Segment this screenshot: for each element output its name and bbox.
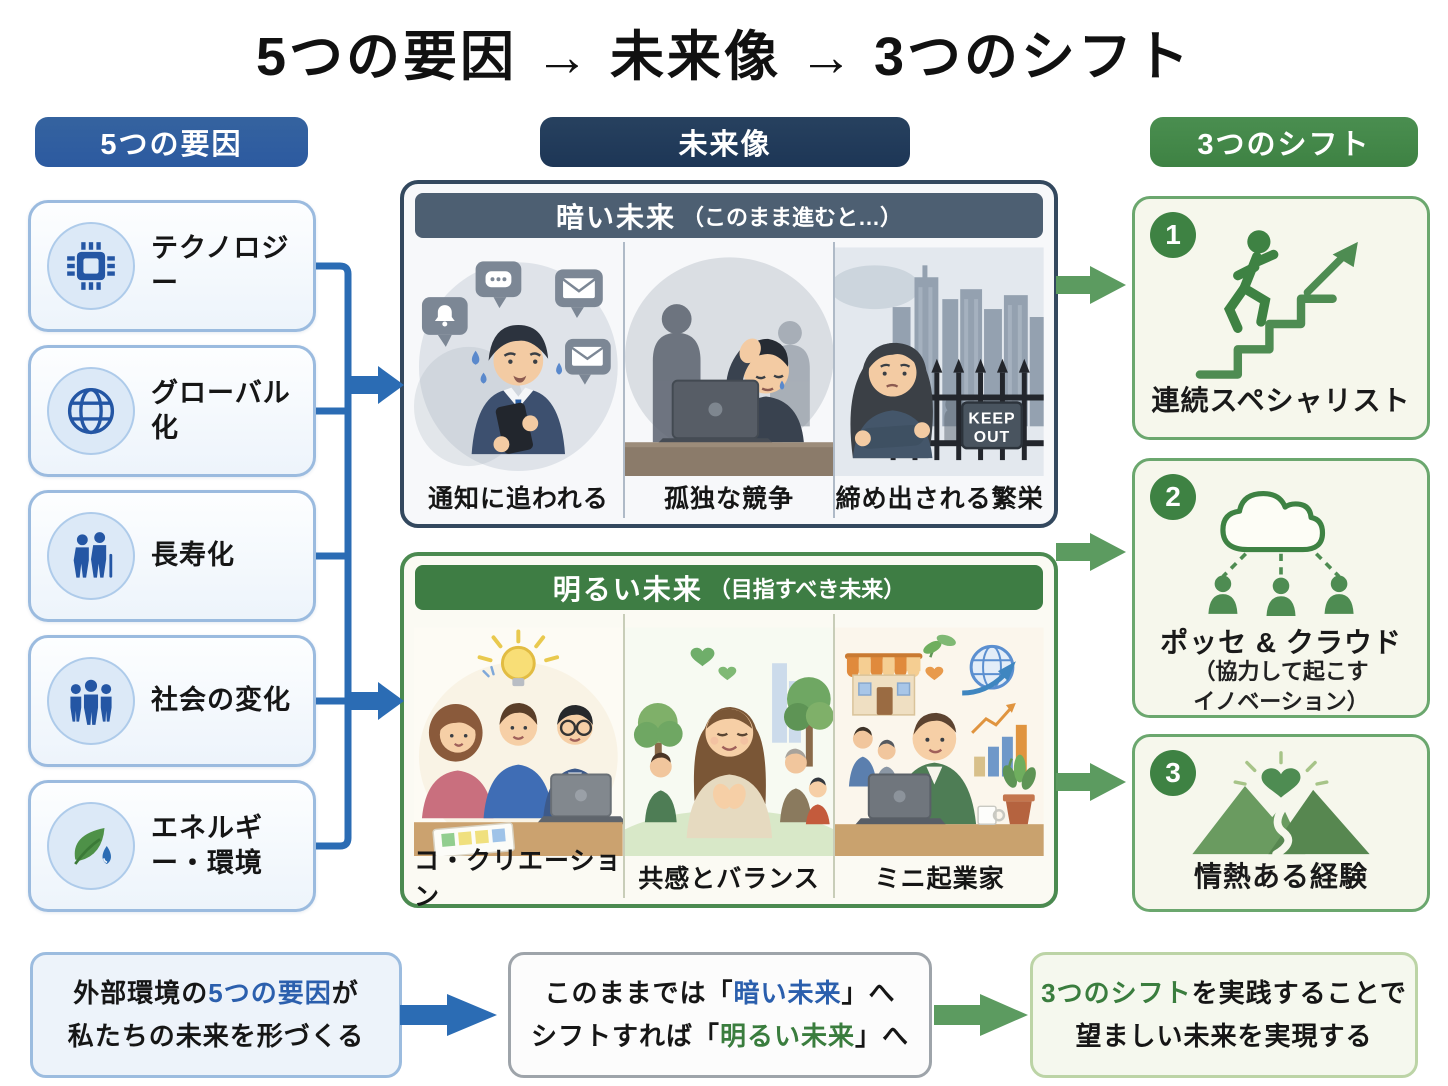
bright-future-title-bar: 明るい未来 （目指すべき未来） (415, 565, 1043, 610)
notifications-scene-illustration (414, 242, 623, 476)
factor-trunk-line (316, 262, 352, 850)
factor-label: 長寿化 (151, 540, 235, 571)
arrow-to-dark-future (348, 366, 404, 404)
factor-box-social-change: 社会の変化 (28, 635, 316, 767)
summary-box-futures: このままでは「暗い未来」へ シフトすれば「明るい未来」へ (508, 952, 932, 1078)
shift-card-posse-cloud: 2 ポッセ & クラウド （協力して起こす イノベーション） (1132, 458, 1430, 718)
empathy-balance-scene-illustration (624, 614, 834, 856)
shift-card-label: 連続スペシャリスト (1151, 385, 1411, 416)
summary-text: 望ましい未来を実現する (1075, 1021, 1373, 1051)
shift-card-subline: イノベーション） (1193, 688, 1369, 714)
arrow-to-shift-3 (1056, 763, 1126, 801)
globe-icon (47, 367, 135, 455)
scene-notifications: 通知に追われる (414, 242, 625, 518)
factor-box-technology: テクノロジー (28, 200, 316, 332)
elderly-couple-icon (47, 512, 135, 600)
factor-label: テクノロジー (151, 232, 290, 298)
shifts-header: 3つのシフト (1150, 117, 1418, 167)
summary-box-factors: 外部環境の5つの要因が 私たちの未来を形づくる (30, 952, 402, 1078)
factor-box-globalization: グローバル化 (28, 345, 316, 477)
factor-label: エネルギー・環境 (151, 812, 263, 878)
arrow-to-shift-1 (1056, 266, 1126, 304)
dark-future-subtitle: （このまま進むと…） (682, 204, 903, 230)
people-icon (47, 657, 135, 745)
scene-caption: コ・クリエーション (414, 847, 622, 911)
card-number-badge: 1 (1150, 212, 1196, 258)
summary-text: このままでは「 (544, 978, 734, 1009)
scene-caption: 締め出される繁栄 (835, 485, 1044, 513)
leaf-waterdrop-icon (47, 802, 135, 890)
co-creation-scene-illustration (414, 614, 623, 856)
summary-highlight: 暗い未来 (733, 978, 842, 1009)
bright-future-scenes: コ・クリエーション (414, 614, 1045, 911)
summary-text: 」へ (841, 978, 896, 1009)
summary-text: シフトすれば「 (530, 1021, 720, 1051)
factor-label: グローバル化 (151, 377, 291, 443)
dark-future-scenes: 通知に追われる (414, 242, 1045, 518)
keep-out-sign-line1: KEEP (969, 410, 1016, 427)
summary-highlight: 明るい未来 (719, 1021, 855, 1051)
factor-stub-lines (316, 407, 348, 705)
factors-header: 5つの要因 (35, 117, 308, 167)
scene-caption: 共感とバランス (638, 865, 820, 893)
factor-box-longevity: 長寿化 (28, 490, 316, 622)
scene-lonely-competition: 孤独な競争 (624, 242, 836, 518)
bright-future-panel: 明るい未来 （目指すべき未来） (400, 552, 1058, 911)
summary-text: が (331, 978, 359, 1009)
keep-out-sign-line2: OUT (974, 429, 1011, 446)
summary-arrow-green (934, 994, 1028, 1036)
scene-locked-out: KEEP OUT (835, 242, 1045, 518)
shift-card-label: 情熱ある経験 (1193, 861, 1368, 892)
summary-text: を実践することで (1191, 978, 1407, 1009)
scene-empathy-balance: 共感とバランス (624, 614, 836, 898)
mini-entrepreneur-scene-illustration (835, 614, 1045, 856)
cloud-network-icon (1135, 477, 1427, 617)
summary-text: 外部環境の (73, 978, 209, 1009)
chip-icon (47, 222, 135, 310)
scene-caption: 孤独な競争 (664, 485, 795, 513)
scene-mini-entrepreneur: ミニ起業家 (835, 614, 1045, 898)
shift-card-label: ポッセ & クラウド (1160, 627, 1402, 658)
dark-future-panel: 暗い未来 （このまま進むと…） (400, 180, 1058, 528)
arrow-to-bright-future (348, 682, 404, 720)
arrow-to-shift-2 (1056, 533, 1126, 571)
bright-future-title: 明るい未来 (552, 573, 703, 605)
factor-label: 社会の変化 (151, 685, 291, 716)
stairs-growth-icon (1135, 225, 1427, 383)
future-header: 未来像 (540, 117, 910, 167)
heart-mountains-icon (1135, 747, 1427, 859)
shift-card-serial-specialist: 1 連続スペシャリスト (1132, 196, 1430, 440)
summary-text: 」へ (855, 1021, 910, 1051)
page-title: 5つの要因 → 未来像 → 3つのシフト (255, 27, 1193, 87)
shift-card-subline: （協力して起こす (1193, 659, 1369, 684)
factor-box-energy-environment: エネルギー・環境 (28, 780, 316, 912)
summary-highlight: 3つのシフト (1041, 978, 1192, 1009)
dark-future-title-bar: 暗い未来 （このまま進むと…） (415, 193, 1043, 238)
scene-co-creation: コ・クリエーション (414, 614, 625, 911)
card-number-badge: 3 (1150, 750, 1196, 796)
summary-arrow-blue (400, 994, 497, 1036)
scene-caption: 通知に追われる (427, 485, 609, 513)
card-number-badge: 2 (1150, 474, 1196, 520)
scene-caption: ミニ起業家 (874, 865, 1005, 893)
summary-text: 私たちの未来を形づくる (67, 1021, 365, 1051)
dark-future-title: 暗い未来 (555, 201, 676, 233)
shift-card-passionate-experience: 3 情熱ある経験 (1132, 734, 1430, 912)
summary-highlight: 5つの要因 (208, 978, 332, 1009)
bright-future-subtitle: （目指すべき未来） (708, 576, 906, 602)
summary-box-shifts: 3つのシフトを実践することで 望ましい未来を実現する (1030, 952, 1418, 1078)
lonely-competition-scene-illustration (624, 242, 834, 476)
locked-out-scene-illustration: KEEP OUT (835, 242, 1045, 476)
